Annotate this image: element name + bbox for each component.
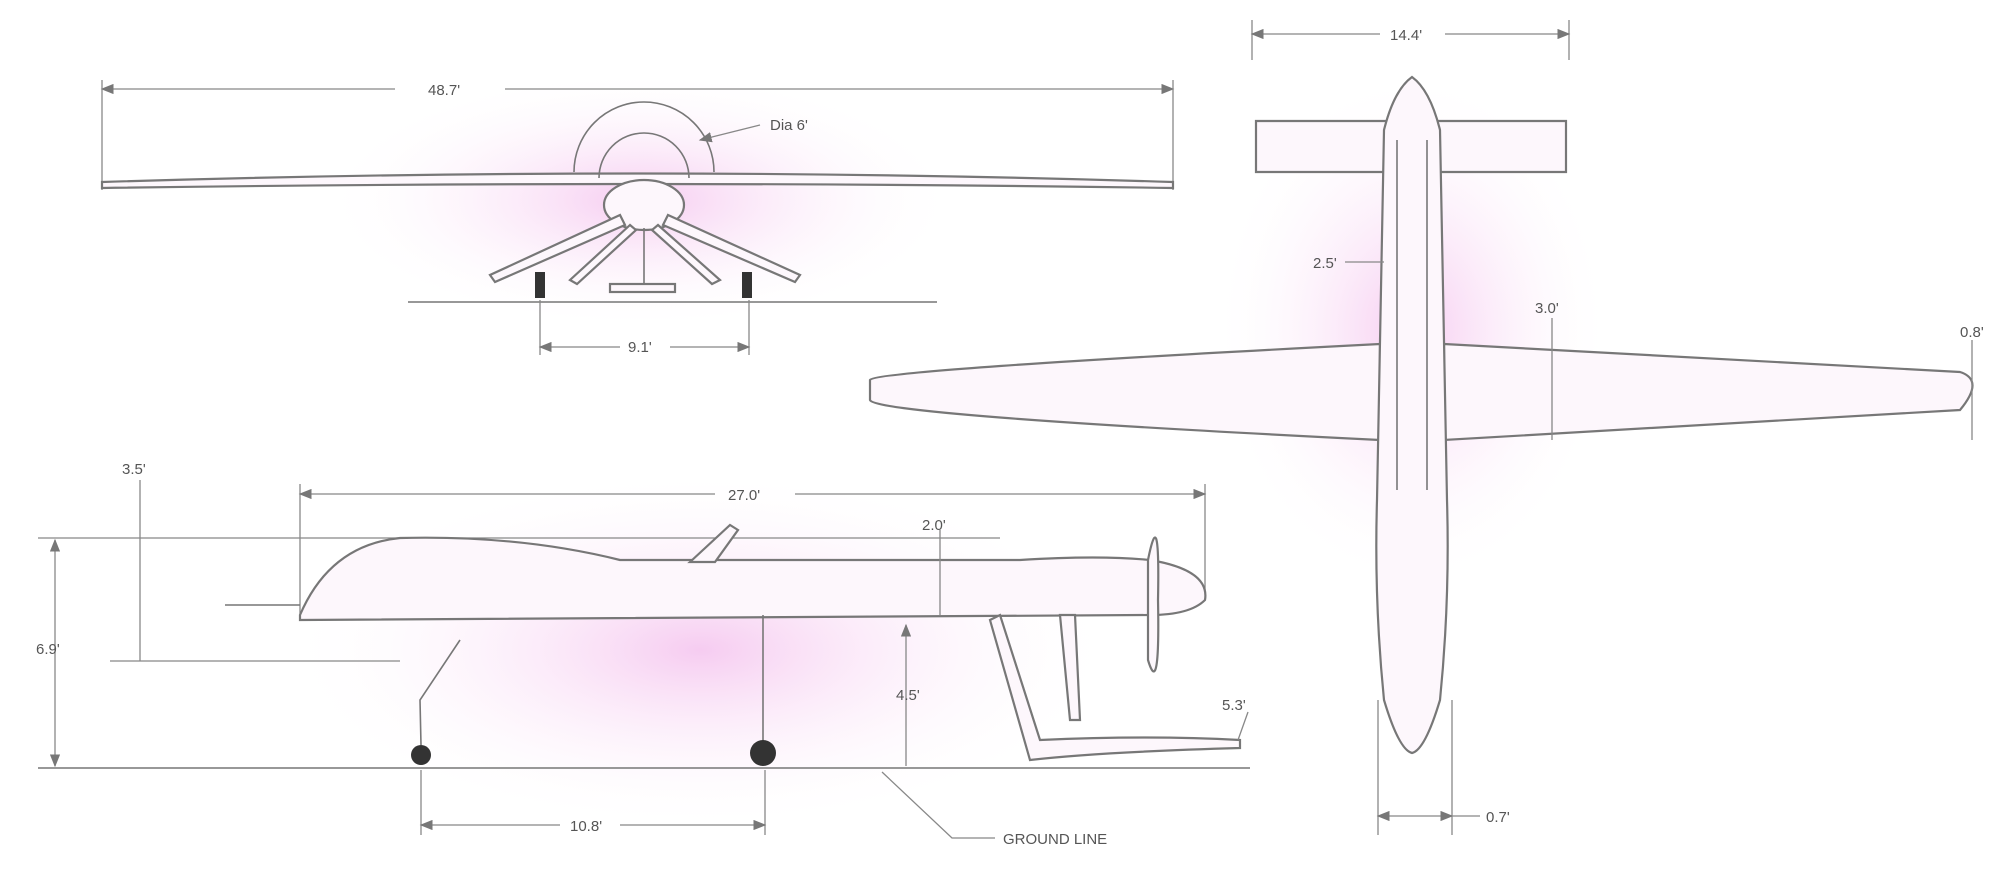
top-view: 14.4' 2.5' 3.0' 0.8' 0.7' (868, 20, 1984, 835)
nose-gear-side (419, 639, 461, 746)
ventral-fin-label: 5.3' (1222, 697, 1246, 714)
tip-chord-label: 0.8' (1960, 324, 1984, 341)
front-view: 48.7' Dia 6' 9.1' (100, 80, 1175, 356)
gear-track-label: 9.1' (628, 339, 652, 356)
nose-wheel (411, 745, 431, 765)
wheel-left (535, 272, 545, 298)
antenna-fin (687, 523, 740, 564)
tail-booms-front (488, 213, 802, 286)
fuselage-side (298, 536, 1207, 622)
ventral-fin-side (988, 613, 1242, 762)
overall-height-label: 6.9' (36, 641, 60, 658)
ventral-fin-leader (1237, 711, 1249, 741)
tail-span-label: 14.4' (1390, 27, 1422, 44)
side-view: 27.0' 6.9' 3.5' 2.0' 5.3' 4.5' 10.8' GRO… (36, 461, 1250, 848)
fuselage-width-label: 2.5' (1313, 255, 1337, 272)
wheel-right (742, 272, 752, 298)
ground-line-label: GROUND LINE (1003, 831, 1107, 848)
fuselage-depth-label: 3.5' (122, 461, 146, 478)
propeller-inner (598, 132, 690, 179)
span-label: 48.7' (428, 82, 460, 99)
root-chord-label: 3.0' (1535, 300, 1559, 317)
prop-diameter-label: Dia 6' (770, 117, 808, 134)
boom-width-label: 0.7' (1486, 809, 1510, 826)
ground-line-leader (881, 771, 995, 839)
belly-clearance-label: 4.5' (896, 687, 920, 704)
wheelbase-label: 10.8' (570, 818, 602, 835)
propeller-side (1146, 536, 1160, 673)
ventral-fin-front (608, 282, 677, 294)
length-label: 27.0' (728, 487, 760, 504)
left-wing-top (868, 342, 1382, 442)
tail-height-label: 2.0' (922, 517, 946, 534)
tail-boom-side (1058, 613, 1082, 722)
glow-side (280, 470, 1120, 830)
dia-leader (698, 124, 761, 143)
main-wheel (750, 740, 776, 766)
right-wing-top (1442, 342, 1974, 442)
fuselage-top (1375, 75, 1449, 755)
